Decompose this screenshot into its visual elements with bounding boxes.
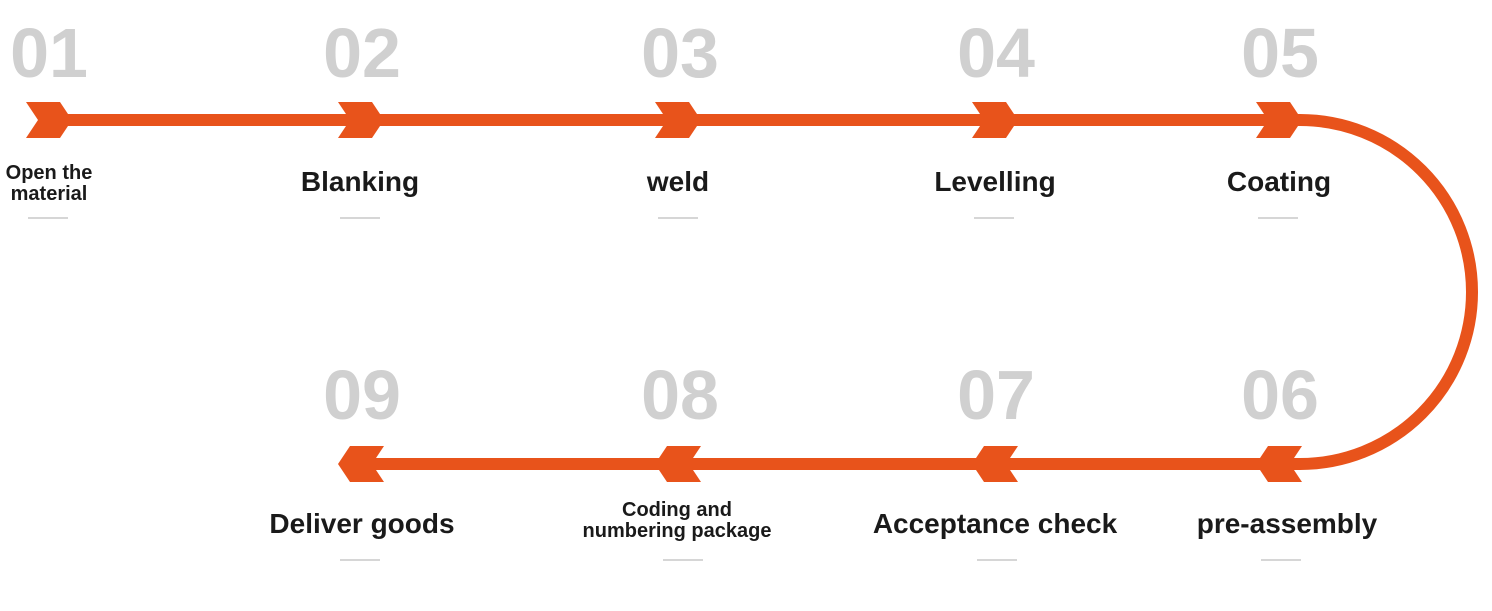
- step-08-label-line-2: numbering package: [582, 520, 772, 542]
- step-05-divider: [1258, 217, 1298, 219]
- step-01-label: Open the material: [0, 163, 209, 205]
- arrow-marker-06: [1256, 446, 1302, 482]
- step-07-divider: [977, 559, 1017, 561]
- arrow-marker-03: [655, 102, 701, 138]
- step-06-label: pre-assembly: [1196, 508, 1378, 539]
- step-09-number: 09: [323, 356, 401, 434]
- step-05-label: Coating: [1226, 166, 1332, 197]
- step-01-label-line-1: Open the: [5, 162, 93, 184]
- arrow-marker-07: [972, 446, 1018, 482]
- step-01-divider: [28, 217, 68, 219]
- step-04-label: Levelling: [934, 166, 1056, 197]
- step-05-number: 05: [1241, 14, 1319, 92]
- step-06-number: 06: [1241, 356, 1319, 434]
- step-08-label-line-1: Coding and: [622, 499, 732, 521]
- step-01-number: 01: [10, 14, 88, 92]
- step-03-label: weld: [646, 166, 710, 197]
- flow-line: [45, 114, 1478, 470]
- arrow-marker-08: [655, 446, 701, 482]
- arrow-marker-09: [338, 446, 384, 482]
- step-08-label: Coding and numbering package: [517, 500, 837, 542]
- step-08-number: 08: [641, 356, 719, 434]
- arrow-marker-01: [26, 102, 72, 138]
- step-03-number: 03: [641, 14, 719, 92]
- arrow-marker-05: [1256, 102, 1302, 138]
- step-07-label: Acceptance check: [872, 508, 1118, 539]
- step-09-label: Deliver goods: [269, 508, 455, 539]
- arrow-marker-02: [338, 102, 384, 138]
- step-04-divider: [974, 217, 1014, 219]
- step-06-divider: [1261, 559, 1301, 561]
- step-03-divider: [658, 217, 698, 219]
- step-02-number: 02: [323, 14, 401, 92]
- step-09-divider: [340, 559, 380, 561]
- step-08-divider: [663, 559, 703, 561]
- step-07-number: 07: [957, 356, 1035, 434]
- step-01-label-line-2: material: [10, 183, 88, 205]
- step-02-label: Blanking: [300, 166, 420, 197]
- arrow-markers: [26, 102, 1302, 482]
- arrow-marker-04: [972, 102, 1018, 138]
- step-02-divider: [340, 217, 380, 219]
- step-04-number: 04: [957, 14, 1035, 92]
